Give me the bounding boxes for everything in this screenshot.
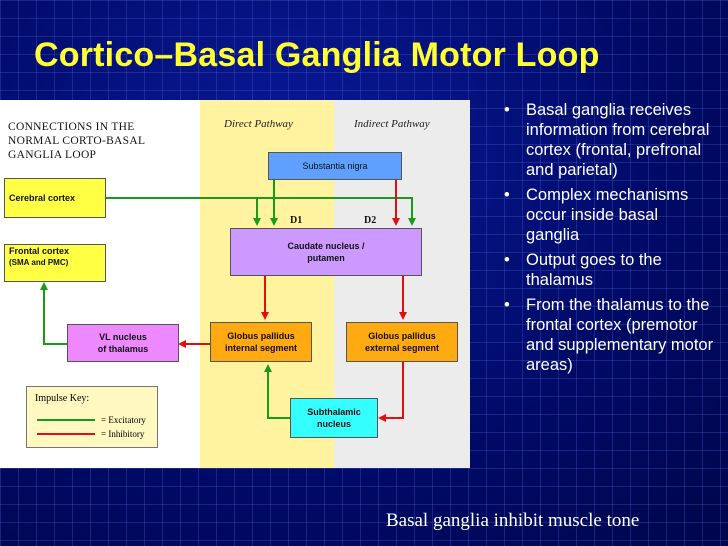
inhibitory-line-icon [37,433,95,435]
gp-internal-box: Globus pallidus internal segment [210,322,312,362]
d2-receptor-label: D2 [364,215,377,226]
stn-to-gpi-arrow [264,364,290,419]
bullet-item: Output goes to the thalamus [494,250,714,290]
bullet-item: Basal ganglia receives information from … [494,100,714,180]
gpe-to-stn-arrow [378,362,404,422]
vl-thalamus-box: VL nucleus of thalamus [67,324,179,362]
basal-ganglia-diagram: Direct Pathway Indirect Pathway CONNECTI… [0,100,470,468]
gp-external-box: Globus pallidus external segment [346,322,458,362]
bullet-item: From the thalamus to the frontal cortex … [494,295,714,375]
thalamus-to-frontal-arrow [40,282,67,345]
indirect-pathway-label: Indirect Pathway [354,118,430,130]
slide-caption: Basal ganglia inhibit muscle tone [386,510,640,531]
bullet-item: Complex mechanisms occur inside basal ga… [494,185,714,245]
bullet-list: Basal ganglia receives information from … [494,100,714,380]
frontal-cortex-box: Frontal cortex (SMA and PMC) [4,244,106,282]
nigra-to-striatum-arrows [270,180,400,226]
slide-title: Cortico–Basal Ganglia Motor Loop [34,36,600,74]
key-inhibitory-row: = Inhibitory [37,429,144,439]
pathway-arrows [40,180,416,422]
diagram-heading: CONNECTIONS IN THE NORMAL CORTO-BASAL GA… [8,121,146,161]
impulse-key-title: Impulse Key: [35,393,90,404]
cerebral-cortex-box: Cerebral cortex [4,178,106,218]
excitatory-line-icon [37,419,95,421]
subthalamic-nucleus-box: Subthalamic nucleus [290,398,378,438]
caudate-putamen-box: Caudate nucleus / putamen [230,228,422,276]
impulse-key: Impulse Key: = Excitatory = Inhibitory [26,386,158,448]
direct-pathway-label: Direct Pathway [224,118,293,130]
substantia-nigra-box: Substantia nigra [268,152,402,180]
cortex-to-striatum-arrows [106,197,416,226]
key-excitatory-row: = Excitatory [37,415,146,425]
d1-receptor-label: D1 [290,215,303,226]
